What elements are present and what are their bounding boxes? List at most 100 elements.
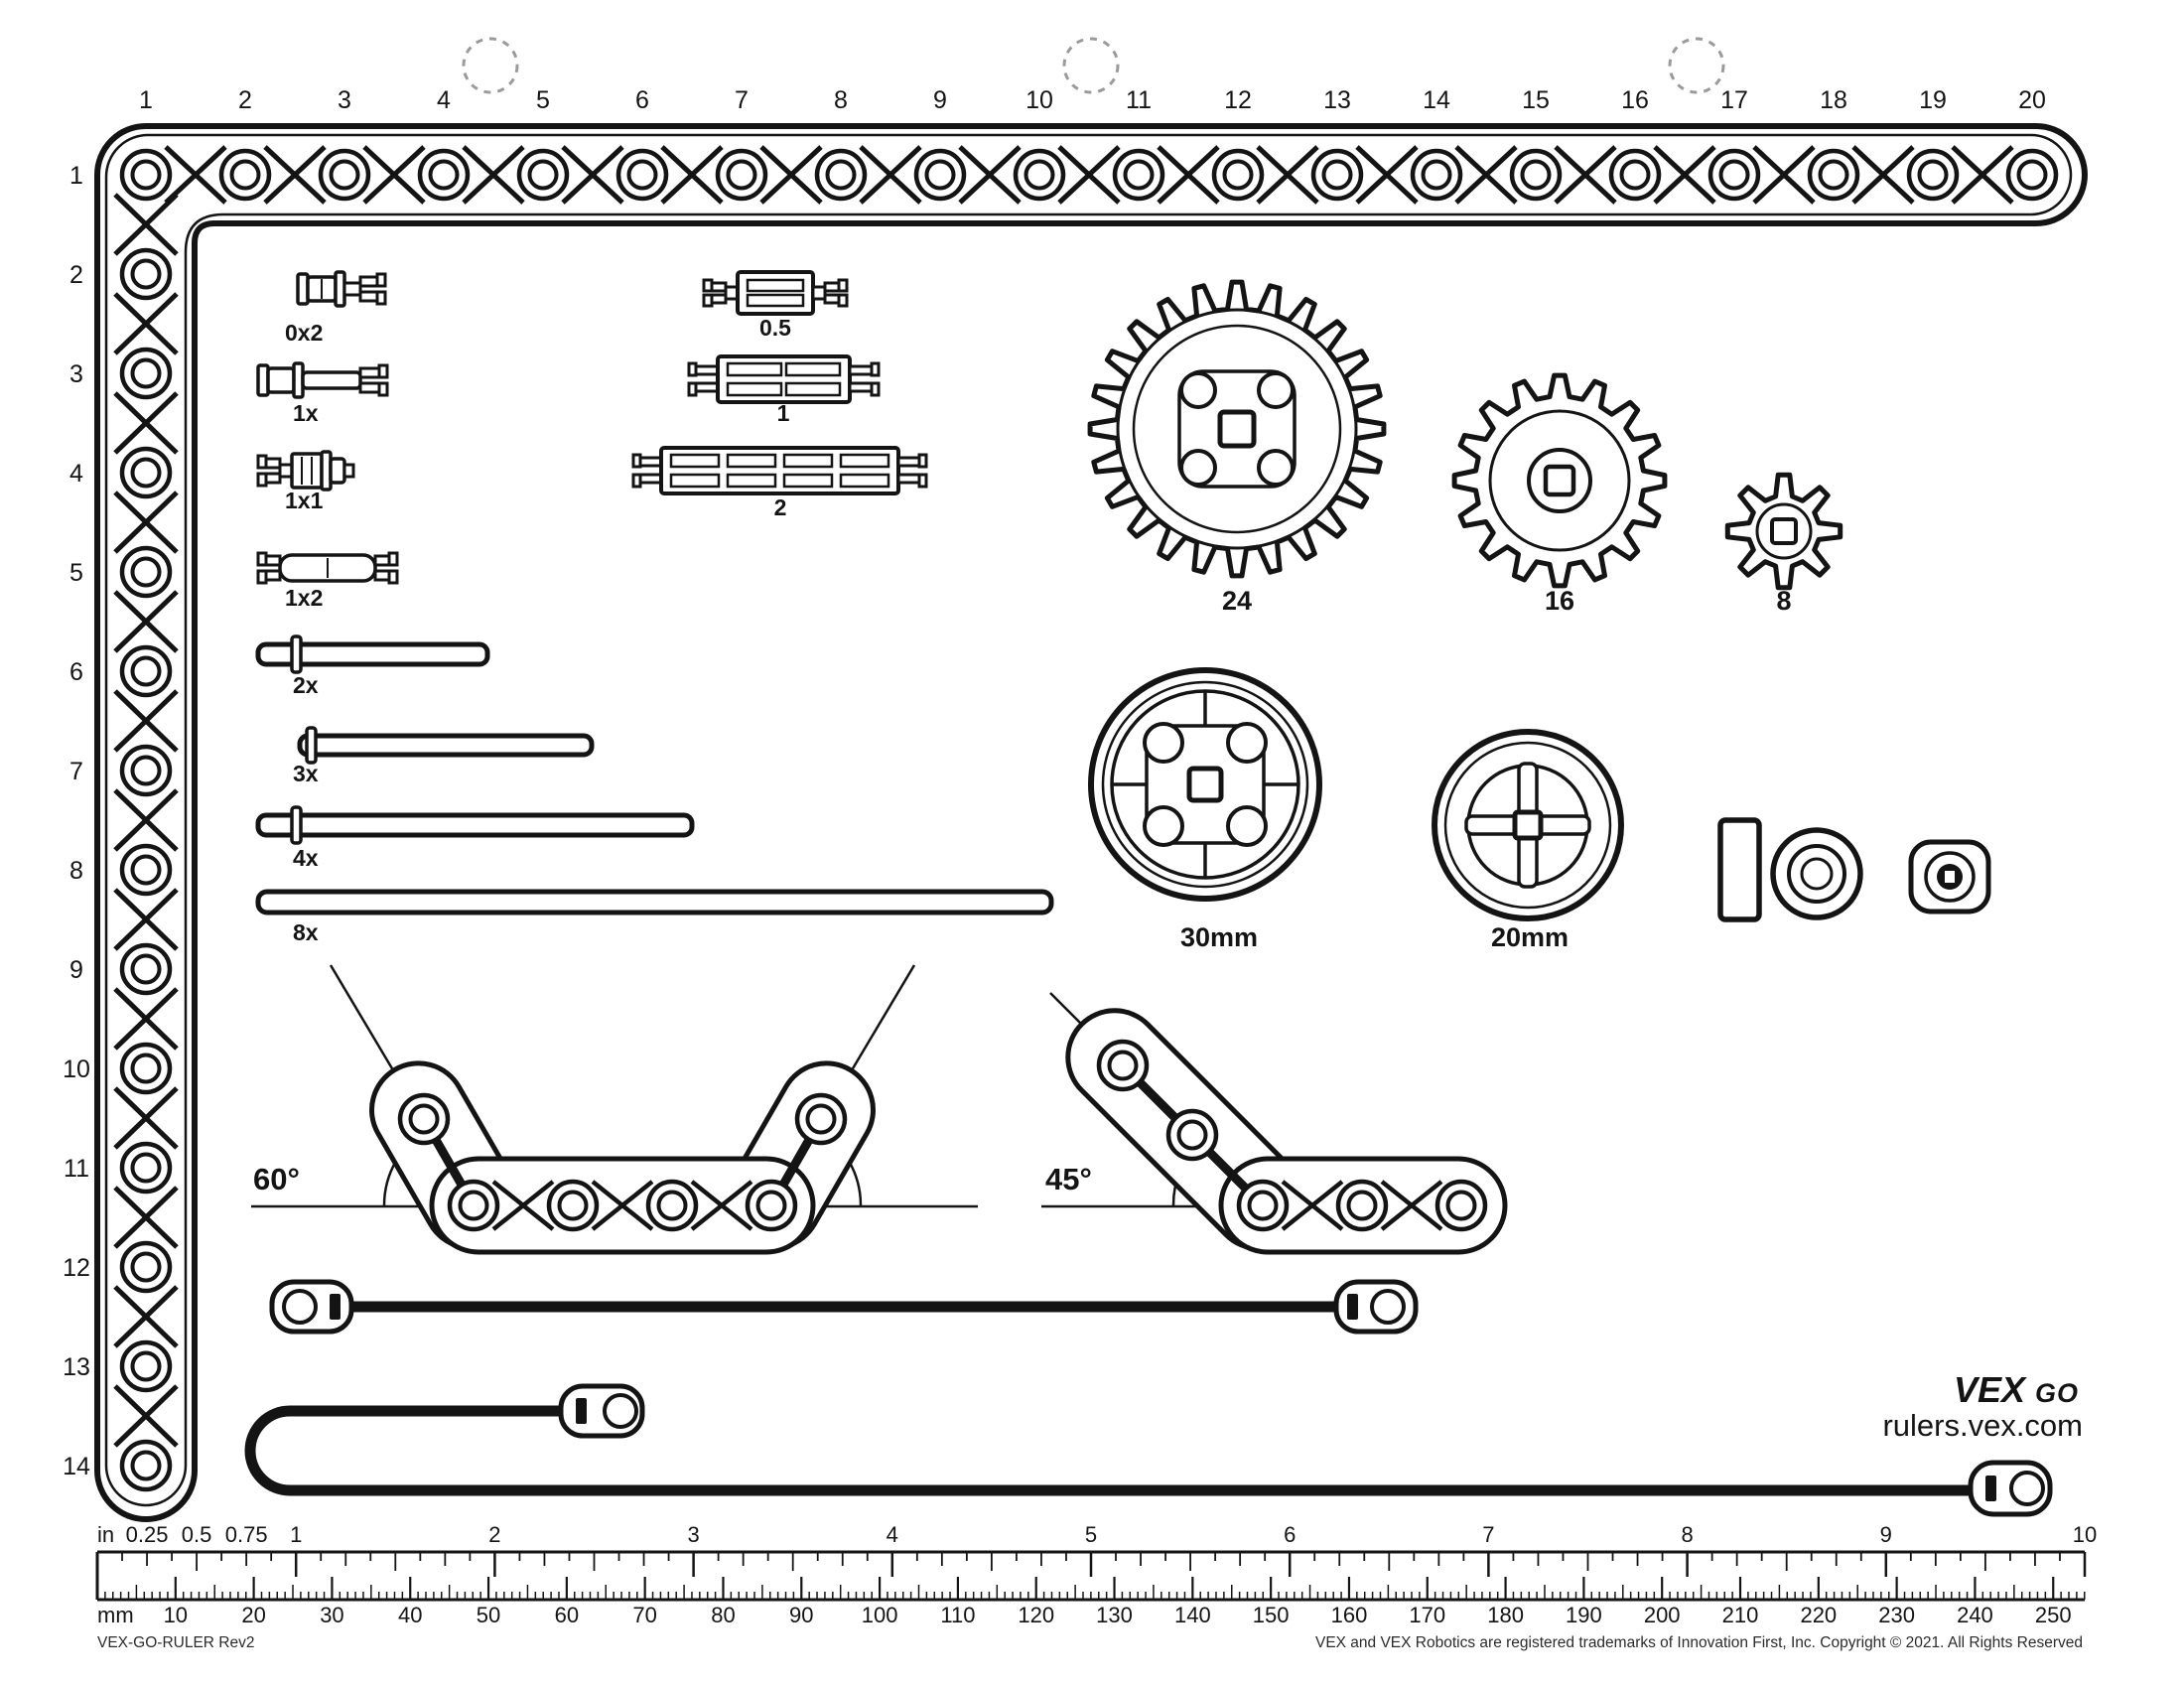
- ring-hole: [1800, 857, 1834, 891]
- pin-prong: [848, 381, 874, 393]
- beam-hole: [1619, 159, 1651, 191]
- beam-number-top: 12: [1224, 86, 1252, 114]
- beam-number-top: 6: [635, 86, 649, 114]
- mm-label: 130: [1096, 1603, 1133, 1627]
- logo-vex-text: VEX: [1954, 1369, 2027, 1410]
- connector-1x1: 1x1: [256, 450, 355, 513]
- angle45-holes: [1096, 1039, 1488, 1232]
- vexgo-logo: VEX GO: [1954, 1369, 2078, 1410]
- beam-number-top: 17: [1720, 86, 1748, 114]
- gear-hub-plate: [1177, 369, 1297, 489]
- gear-8-tooth: 8: [1724, 472, 1843, 616]
- angle60-holes: [397, 1092, 848, 1232]
- part-label: 1x2: [285, 585, 323, 611]
- hub-square-hole: [1945, 871, 1955, 883]
- pin-shaft: [342, 281, 362, 297]
- part-label: 2x: [293, 672, 319, 698]
- hub-hole: [1226, 722, 1268, 764]
- hub-hole: [1143, 722, 1184, 764]
- gear-hub-hole: [1257, 449, 1295, 487]
- beam-hole: [1818, 159, 1849, 191]
- mm-label: 230: [1878, 1603, 1915, 1627]
- inch-label: 8: [1681, 1522, 1693, 1547]
- l-beam-inner-outline: [104, 133, 2073, 1507]
- truss-line: [1057, 145, 1121, 205]
- part-label: 30mm: [1180, 922, 1258, 952]
- angle-beam-45: 45°: [1041, 992, 1508, 1255]
- inch-label: 10: [2073, 1522, 2097, 1547]
- truss-line: [1554, 145, 1617, 205]
- beam-number-left: 3: [69, 360, 83, 388]
- square-axle-hole: [1770, 517, 1798, 545]
- beam-number-top: 15: [1522, 86, 1550, 114]
- connector-block: [290, 452, 324, 490]
- beam-hole: [130, 1152, 162, 1184]
- shaft-bar: [255, 889, 1054, 915]
- beam-number-left: 13: [63, 1353, 90, 1381]
- beam-number-left: 8: [69, 857, 83, 885]
- shaft-bar: [297, 733, 595, 758]
- cable-short: [269, 1279, 1419, 1335]
- truss-line: [859, 145, 922, 205]
- inch-label: 2: [488, 1522, 500, 1547]
- block-slot: [726, 453, 777, 469]
- beam-hole: [130, 357, 162, 389]
- truss-line: [1752, 145, 1816, 205]
- connector-eye: [603, 1393, 638, 1429]
- shaft-collar: [290, 634, 303, 674]
- inch-label: 3: [687, 1522, 699, 1547]
- gear-ring: [1116, 308, 1358, 550]
- block-slot: [782, 453, 834, 469]
- hub-hole: [1226, 805, 1268, 847]
- gear-ring: [1755, 502, 1813, 560]
- truss-line: [491, 1180, 555, 1231]
- part-label: 1x: [293, 400, 319, 426]
- beam-hole: [130, 854, 162, 886]
- truss-line: [113, 987, 179, 1051]
- beam-hole: [130, 1053, 162, 1084]
- wheel-20mm: 20mm: [1432, 729, 1624, 952]
- truss-line: [1256, 145, 1319, 205]
- beam-number-left: 11: [64, 1155, 89, 1183]
- shaft-2x: 2x: [255, 634, 490, 698]
- truss-line: [1454, 145, 1518, 205]
- truss-line: [660, 145, 724, 205]
- inch-label: 1: [290, 1522, 302, 1547]
- mm-label: 70: [632, 1603, 656, 1627]
- cable-connector-a: [558, 1383, 645, 1439]
- part-label: 16: [1545, 586, 1574, 616]
- truss-line: [113, 1086, 179, 1150]
- shaft-collar: [290, 805, 303, 845]
- pin-prong: [638, 473, 663, 485]
- shaft-bar: [255, 812, 695, 838]
- hub-part: [1908, 839, 1991, 914]
- beam-hole: [428, 159, 460, 191]
- beam-hole: [805, 1103, 837, 1135]
- beam-hole: [130, 655, 162, 687]
- gear-ring: [1488, 409, 1631, 552]
- angle-label: 45°: [1045, 1162, 1092, 1196]
- pin-prong-tip: [870, 381, 881, 397]
- doc-ref: VEX-GO-RULER Rev2: [97, 1634, 254, 1651]
- pin-0x2: 0x2: [285, 270, 387, 346]
- beam-hole: [825, 159, 857, 191]
- part-label: 0.5: [759, 315, 791, 341]
- tire-inner-line: [1443, 741, 1612, 910]
- beam-hole: [130, 1350, 162, 1382]
- part-label: 0x2: [285, 320, 323, 346]
- part-label: 24: [1222, 586, 1252, 616]
- mm-label: 100: [862, 1603, 898, 1627]
- truss-line: [1951, 145, 2014, 205]
- mm-label: 110: [940, 1603, 975, 1627]
- mm-label: 20: [241, 1603, 265, 1627]
- inch-label: 0.25: [126, 1522, 169, 1547]
- rulers-url: rulers.vex.com: [1882, 1408, 2083, 1443]
- truss-line: [113, 491, 179, 554]
- beam-hole: [1247, 1190, 1279, 1221]
- pin-prong: [373, 554, 391, 567]
- part-label: 4x: [293, 845, 319, 871]
- beam-hole: [1520, 159, 1552, 191]
- tire-inner-line: [1101, 680, 1309, 889]
